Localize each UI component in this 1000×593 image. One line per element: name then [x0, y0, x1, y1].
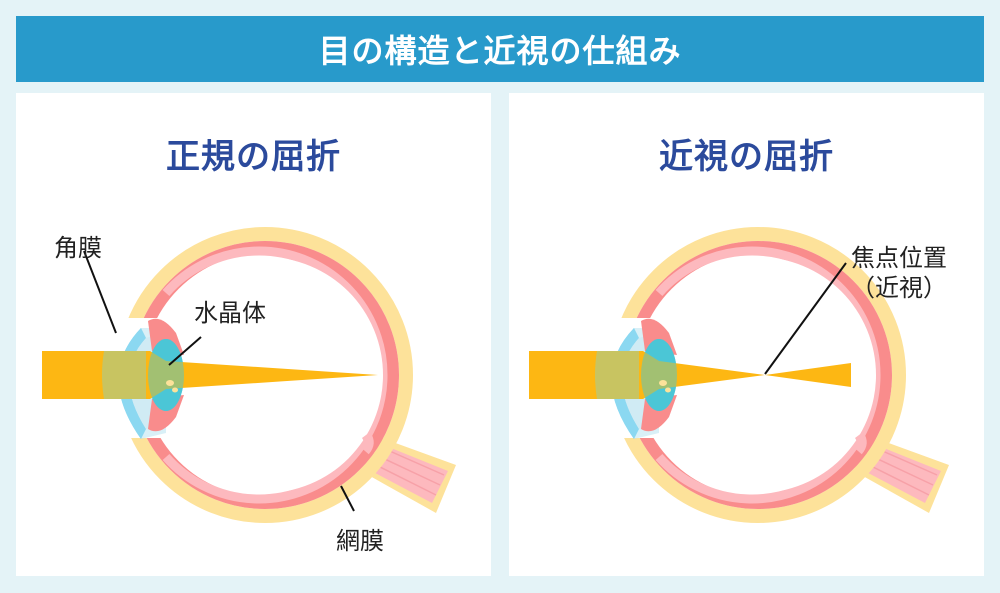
- label-focal-point-line1: 焦点位置: [851, 244, 947, 272]
- page-title: 目の構造と近視の仕組み: [318, 32, 682, 70]
- label-focal-point-line2: （近視）: [851, 274, 947, 302]
- label-focal-point: 焦点位置 （近視）: [851, 243, 947, 303]
- eye-diagram-normal: [42, 227, 456, 523]
- label-retina: 網膜: [336, 527, 384, 555]
- header-banner: 目の構造と近視の仕組み: [16, 16, 984, 82]
- panel-title-myopia: 近視の屈折: [659, 137, 834, 177]
- panel-title-normal: 正規の屈折: [166, 137, 341, 177]
- panel-normal-refraction: 正規の屈折: [16, 93, 491, 576]
- panel-myopia-refraction: 近視の屈折 焦点位置 （近視）: [509, 93, 984, 576]
- label-cornea: 角膜: [54, 234, 102, 262]
- eye-diagram-myopia: [529, 227, 949, 523]
- label-lens: 水晶体: [194, 299, 266, 327]
